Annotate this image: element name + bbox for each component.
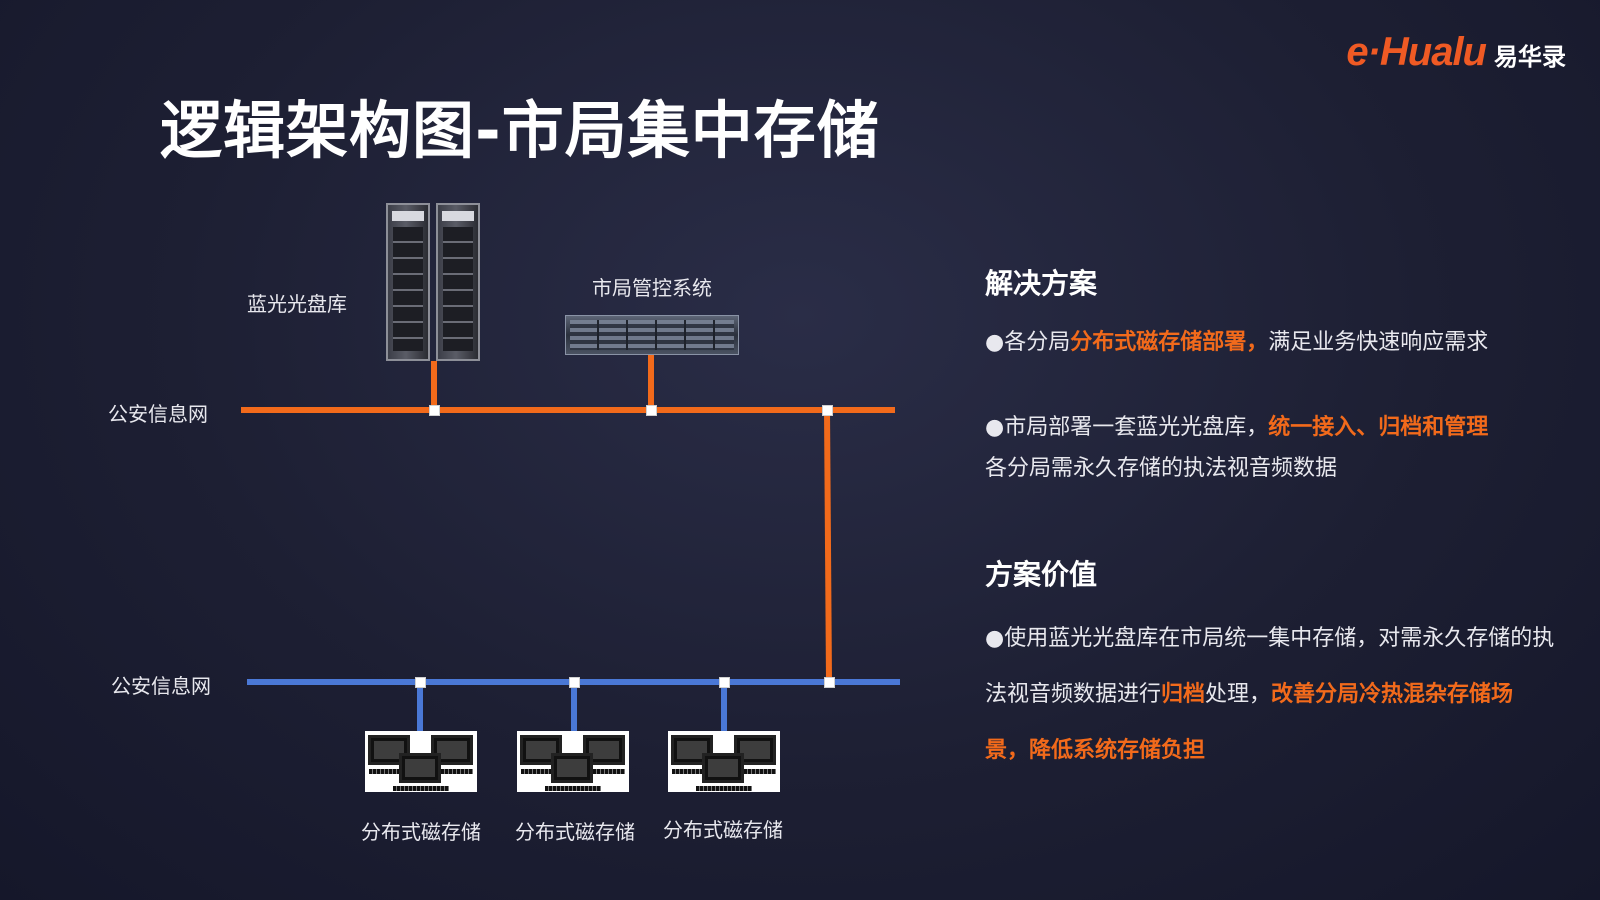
bullet: ●: [985, 626, 1005, 651]
solution-2-line2: 各分局需永久存储的执法视音频数据: [985, 456, 1338, 481]
value-1-highlight-archive: 归档: [1161, 682, 1206, 707]
top-network-label: 公安信息网: [108, 402, 208, 426]
storage-label-3: 分布式磁存储: [663, 818, 783, 842]
solution-1-text: 各分局: [1004, 330, 1071, 355]
distributed-storage-icon-1: [365, 731, 477, 792]
link-top-node: [822, 405, 833, 416]
solution-1-highlight: 分布式磁存储部署，: [1070, 330, 1269, 355]
logo-chinese-name: 易华录: [1494, 43, 1566, 71]
link-bottom-node: [824, 677, 835, 688]
solution-2-text: 市局部署一套蓝光光盘库，: [1004, 415, 1269, 440]
network-lines: [241, 355, 900, 731]
control-system-icon: [565, 315, 739, 355]
solution-heading: 解决方案: [985, 267, 1098, 300]
storage-label-1: 分布式磁存储: [361, 820, 481, 844]
value-1-highlight-benefit: 改善分局冷热混杂存储场景，降低系统存储负担: [985, 682, 1514, 763]
solution-point-1: ●各分局分布式磁存储部署，满足业务快速响应需求: [985, 322, 1555, 363]
brand-logo: e·Hualu 易华录: [1346, 30, 1566, 75]
inter-network-link: [824, 409, 832, 683]
storage-node-1: [415, 677, 426, 688]
distributed-storage-icon-2: [517, 731, 629, 792]
value-1-text-2: 处理，: [1205, 682, 1272, 707]
control-network-node: [646, 405, 657, 416]
logo-mark: e·Hualu: [1346, 30, 1487, 74]
solution-point-2: ●市局部署一套蓝光光盘库，统一接入、归档和管理各分局需永久存储的执法视音频数据: [985, 407, 1555, 489]
page-title: 逻辑架构图-市局集中存储: [160, 94, 880, 167]
value-point-1: ●使用蓝光光盘库在市局统一集中存储，对需永久存储的执法视音频数据进行归档处理，改…: [985, 611, 1555, 779]
storage-label-2: 分布式磁存储: [515, 820, 635, 844]
architecture-diagram: 蓝光光盘库 市局管控系统 公安信息网 公安信息网 分布式磁存储 分布式磁存储 分…: [108, 203, 900, 844]
bluray-library-label: 蓝光光盘库: [247, 292, 347, 316]
description-panel: 解决方案 ●各分局分布式磁存储部署，满足业务快速响应需求 ●市局部署一套蓝光光盘…: [985, 262, 1555, 779]
solution-1-text-end: 满足业务快速响应需求: [1268, 330, 1489, 355]
storage-node-2: [569, 677, 580, 688]
distributed-storage-icon-3: [668, 731, 780, 792]
solution-2-highlight: 统一接入、归档和管理: [1268, 415, 1489, 440]
bottom-network-label: 公安信息网: [111, 674, 211, 698]
storage-node-3: [719, 677, 730, 688]
value-1-text: 使用蓝光光盘库在市局统一集中存储，对需永久存储的执法视音频数据进行: [985, 626, 1555, 707]
control-system-label: 市局管控系统: [592, 276, 712, 300]
bullet: ●: [985, 415, 1005, 440]
bullet: ●: [985, 330, 1005, 355]
value-heading: 方案价值: [985, 558, 1098, 591]
bluray-network-node: [429, 405, 440, 416]
